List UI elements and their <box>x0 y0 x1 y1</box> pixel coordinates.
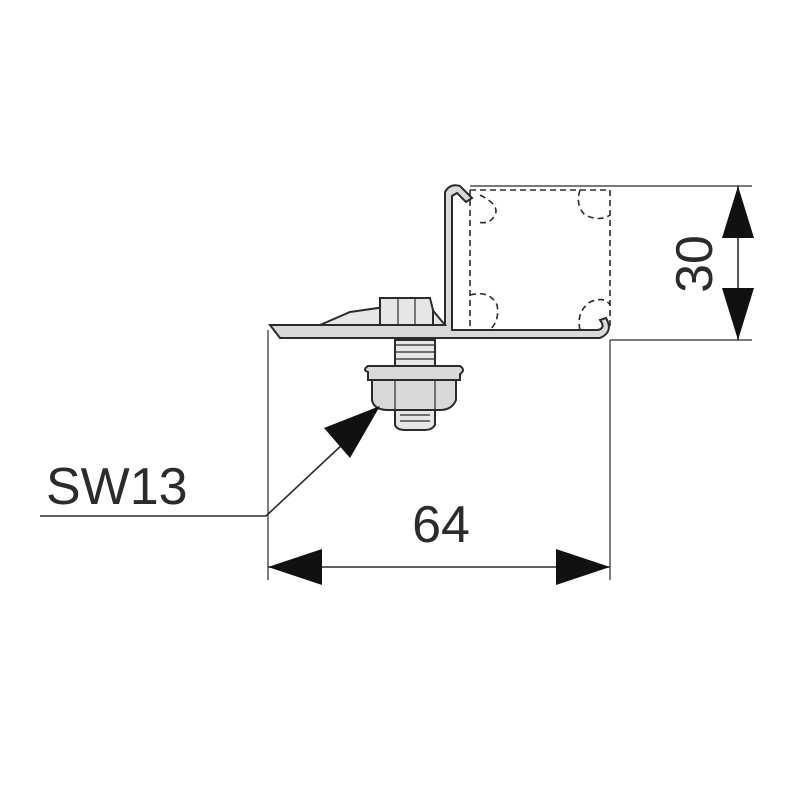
bracket-profile <box>267 184 610 339</box>
height-arrow-bottom <box>722 288 754 340</box>
hidden-profile-rail <box>469 189 611 331</box>
height-extension-lines <box>470 185 752 341</box>
height-arrow-top <box>722 186 754 238</box>
leader-arrow-icon <box>324 406 380 458</box>
top-nut <box>379 297 434 326</box>
width-extension-lines <box>267 330 611 580</box>
wrench-size-leader <box>40 406 380 517</box>
width-dimension-line <box>268 549 610 585</box>
height-dimension-line <box>722 186 754 340</box>
width-dimension-label: 64 <box>412 496 470 554</box>
wrench-size-label: SW13 <box>46 458 188 516</box>
width-arrow-right <box>556 549 610 585</box>
height-dimension-label: 30 <box>666 235 724 293</box>
width-arrow-left <box>268 549 322 585</box>
flange-nut <box>364 365 464 431</box>
